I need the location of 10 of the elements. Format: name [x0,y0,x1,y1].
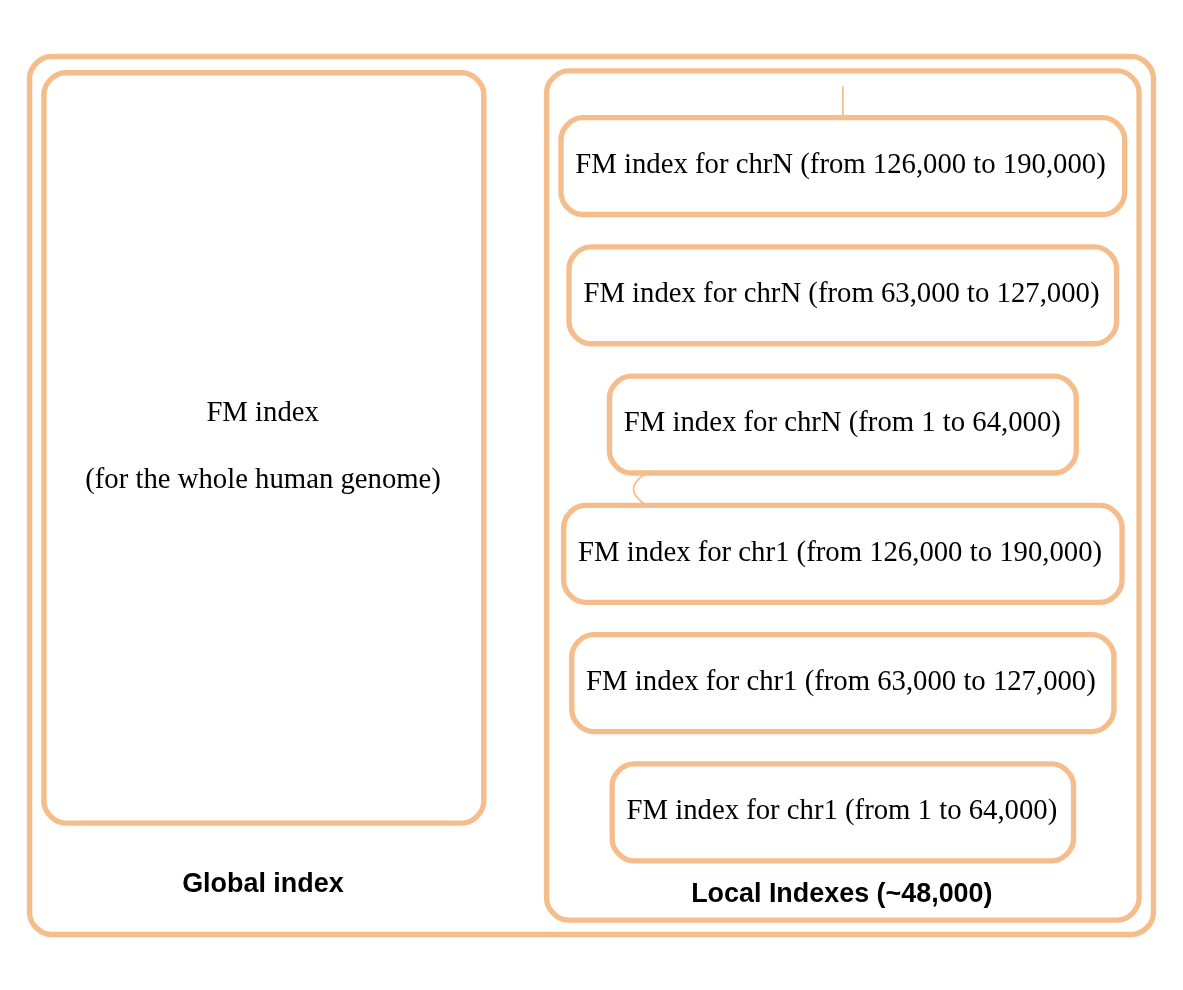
connector [841,84,844,118]
node-box: FM index for chr1 (from 126,000 to 190,000) [560,502,1125,605]
node-label: Global index [182,867,344,898]
node-box: FM index for chrN (from 1 to 64,000) [606,372,1079,476]
cluster [26,53,1157,937]
node-box: FM index for chrN (from 63,000 to 127,000) [566,243,1120,346]
node-box: FM index for chr1 (from 1 to 64,000) [609,760,1077,864]
node-box: FM index for chrN (from 126,000 to 190,000) [558,114,1128,217]
node-box: FM index for chr1 (from 63,000 to 127,000) [569,631,1117,734]
node-box: FM index (for the whole human genome) [41,69,487,826]
